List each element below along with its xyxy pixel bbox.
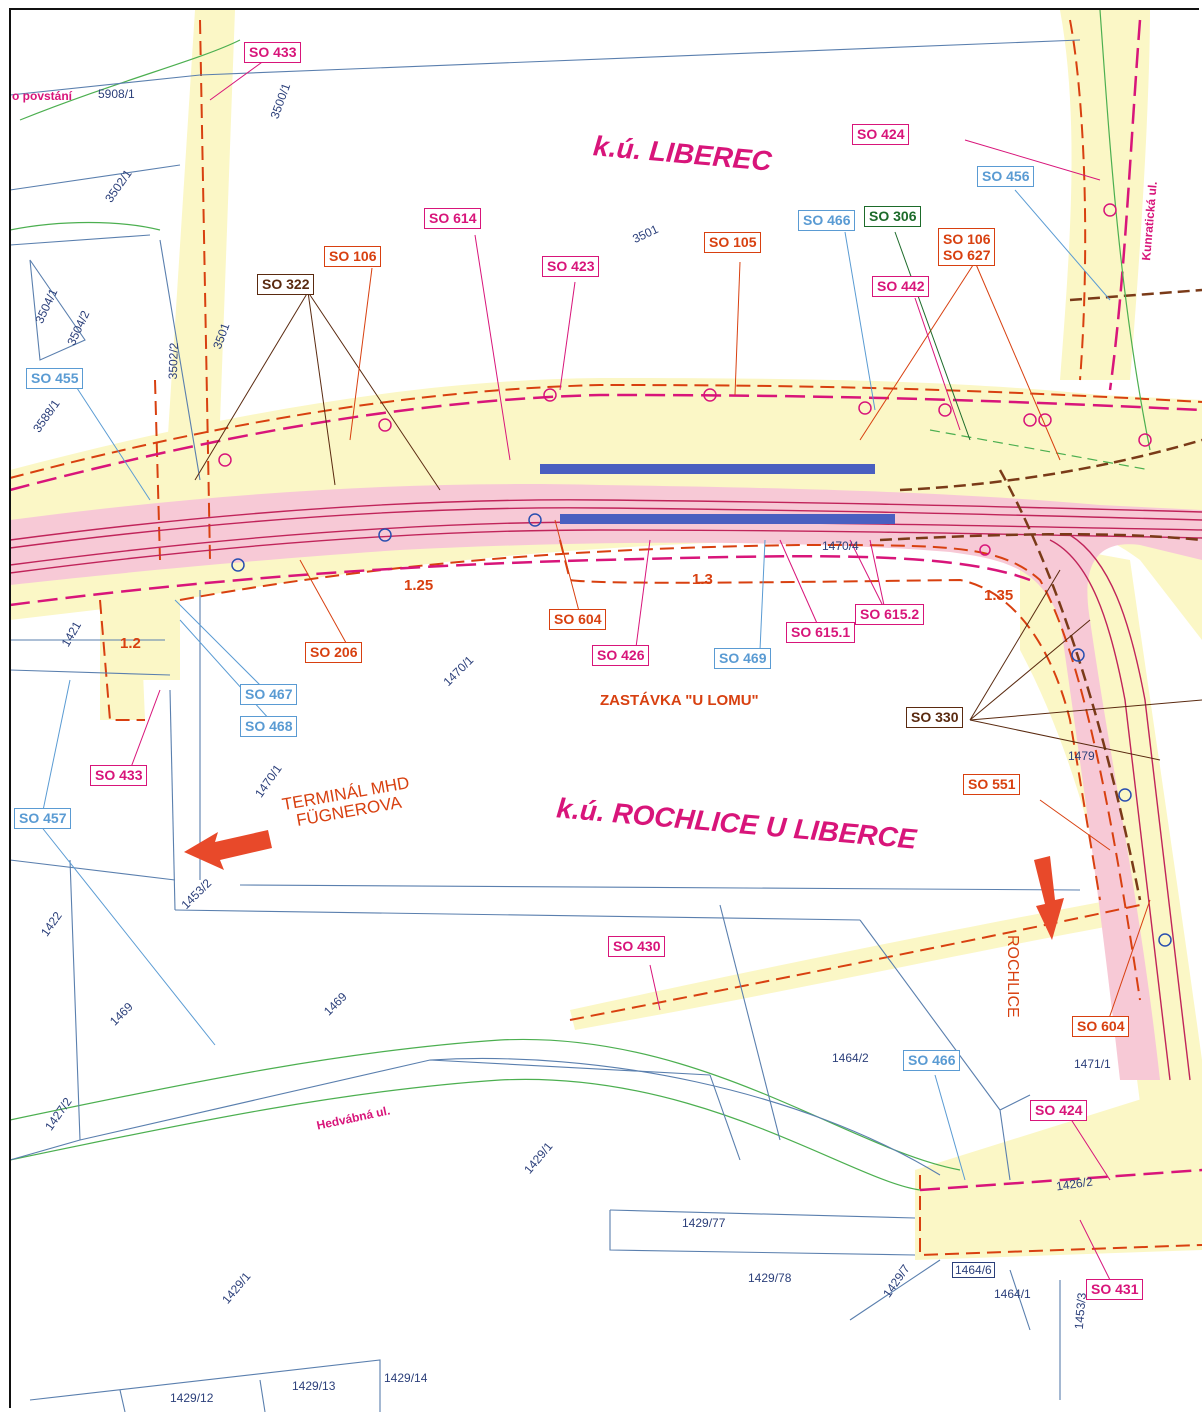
parcel-1479: 1479 xyxy=(1068,749,1095,763)
pole-symbols xyxy=(218,203,1152,556)
label-so106-right-a: SO 106 xyxy=(943,231,991,247)
label-so551: SO 551 xyxy=(963,774,1021,796)
label-so430: SO 430 xyxy=(608,936,666,958)
green-lines xyxy=(9,9,1151,1191)
distance-1-2: 1.2 xyxy=(120,635,141,652)
parcel-1429-13: 1429/13 xyxy=(292,1379,336,1393)
label-so433-top: SO 433 xyxy=(244,42,302,64)
distance-1-3: 1.3 xyxy=(692,571,713,588)
label-so469: SO 469 xyxy=(714,648,772,670)
label-so466-top: SO 466 xyxy=(798,210,856,232)
label-so106-right: SO 106 SO 627 xyxy=(938,228,996,267)
parcel-1464-2: 1464/2 xyxy=(832,1051,869,1065)
distance-1-35: 1.35 xyxy=(984,587,1014,604)
platforms xyxy=(540,464,895,524)
label-so105: SO 105 xyxy=(704,232,762,254)
parcel-1464-6: 1464/6 xyxy=(952,1262,995,1278)
parcel-1429-14: 1429/14 xyxy=(384,1371,428,1385)
stop-name: ZASTÁVKA "U LOMU" xyxy=(600,692,759,709)
label-so467: SO 467 xyxy=(240,684,298,706)
label-so615-1: SO 615.1 xyxy=(786,622,856,644)
corridor-boundaries xyxy=(9,19,1202,1257)
label-so433-bottom: SO 433 xyxy=(90,765,148,787)
label-so615-2: SO 615.2 xyxy=(855,604,925,626)
brown-utility-lines xyxy=(879,288,1202,901)
label-so466-bottom: SO 466 xyxy=(903,1050,961,1072)
label-so456: SO 456 xyxy=(977,166,1035,188)
label-so424-top: SO 424 xyxy=(852,124,910,146)
label-so431: SO 431 xyxy=(1086,1279,1144,1301)
label-so468: SO 468 xyxy=(240,716,298,738)
label-so106-left: SO 106 xyxy=(324,246,382,268)
label-so455: SO 455 xyxy=(26,368,84,390)
parcel-3502-2: 3502/2 xyxy=(165,342,181,380)
label-so604-mid: SO 604 xyxy=(549,609,607,631)
street-povstani: o povstání xyxy=(12,89,73,103)
parcel-1429-77: 1429/77 xyxy=(682,1216,726,1230)
parcel-1471-1: 1471/1 xyxy=(1074,1057,1111,1071)
parcel-1470-4: 1470/4 xyxy=(822,539,859,553)
parcel-lines xyxy=(9,39,1081,1412)
label-so306: SO 306 xyxy=(864,206,922,228)
label-so423: SO 423 xyxy=(542,256,600,278)
label-so627: SO 627 xyxy=(943,247,991,264)
label-so614: SO 614 xyxy=(424,208,482,230)
distance-1-25: 1.25 xyxy=(404,577,434,594)
label-so442: SO 442 xyxy=(872,276,930,298)
parcel-5908-1: 5908/1 xyxy=(98,87,135,101)
parcel-1429-12: 1429/12 xyxy=(170,1391,214,1405)
label-so424-bottom: SO 424 xyxy=(1030,1100,1088,1122)
blue-symbols xyxy=(231,513,1172,947)
label-so604-bottom: SO 604 xyxy=(1072,1016,1130,1038)
leader-lines xyxy=(39,59,1202,1291)
track-area xyxy=(10,484,1202,1080)
parcel-1429-78: 1429/78 xyxy=(748,1271,792,1285)
pink-edges xyxy=(9,19,1202,1192)
parcel-1453-3: 1453/3 xyxy=(1071,1292,1089,1330)
direction-arrows xyxy=(184,830,1064,940)
direction-rochlice: ROCHLICE xyxy=(1004,935,1021,1018)
label-so457: SO 457 xyxy=(14,808,72,830)
construction-corridor xyxy=(10,10,1202,1260)
label-so426: SO 426 xyxy=(592,645,650,667)
label-so330: SO 330 xyxy=(906,707,964,729)
parcel-1464-1: 1464/1 xyxy=(994,1287,1031,1301)
label-so206: SO 206 xyxy=(305,642,363,664)
label-so322: SO 322 xyxy=(257,274,315,296)
